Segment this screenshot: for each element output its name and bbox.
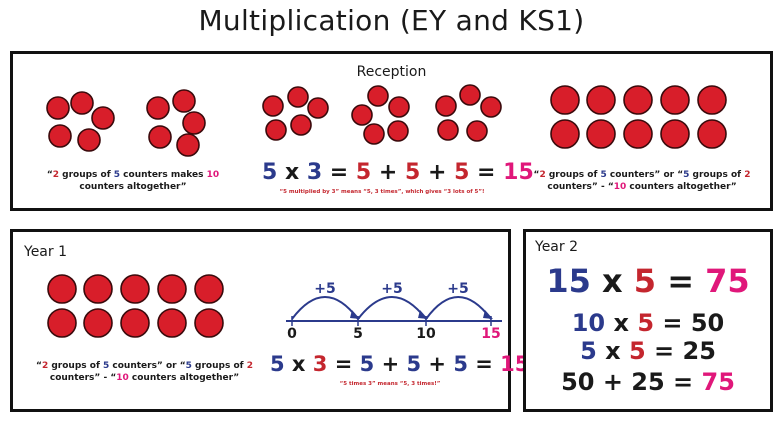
tick-label-15: 15: [481, 326, 500, 342]
counter-array-reception: [550, 85, 727, 149]
arrow-head-2: [418, 310, 428, 319]
jump-label-2: +5: [381, 281, 402, 297]
reception-note-3: “2 groups of 5 counters” or “5 groups of…: [533, 170, 751, 192]
year1-note: “2 groups of 5 counters” or “5 groups of…: [36, 361, 253, 383]
counter-array-year1: [47, 274, 224, 338]
tick-label-5: 5: [353, 326, 363, 342]
jump-label-1: +5: [314, 281, 335, 297]
year2-equation-1: 15 x 5 = 75: [546, 262, 750, 300]
reception-label: Reception: [356, 64, 427, 80]
counter-group-5: [435, 84, 502, 142]
counter-group-2: [146, 89, 206, 157]
jump-label-3: +5: [447, 281, 468, 297]
reception-note-1: “2 groups of 5 counters makes 10 counter…: [46, 170, 220, 192]
jump-arc-2: [357, 296, 427, 320]
reception-equation: 5 x 3 = 5 + 5 + 5 = 15: [262, 160, 534, 185]
page-title: Multiplication (EY and KS1): [198, 4, 585, 37]
arrow-head-1: [350, 310, 360, 319]
year1-label: Year 1: [24, 244, 67, 260]
number-line: +5 +5 +5 0 5 10 15: [286, 281, 502, 342]
year2-label: Year 2: [535, 239, 578, 255]
tick-label-10: 10: [416, 326, 436, 342]
year2-equation-3: 5 x 5 = 25: [580, 337, 716, 365]
jump-arc-1: [291, 296, 359, 320]
reception-small-note: “5 multiplied by 3” means “5, 3 times”, …: [279, 189, 485, 195]
arrow-head-3: [483, 310, 493, 319]
counter-group-1: [46, 91, 115, 152]
year1-small-note: “5 times 3” means “5, 3 times!”: [339, 381, 441, 387]
counter-group-3: [262, 86, 329, 141]
counter-group-4: [351, 85, 410, 145]
year2-equation-2: 10 x 5 = 50: [571, 309, 725, 337]
year2-equation-4: 50 + 25 = 75: [561, 368, 735, 396]
tick-label-0: 0: [287, 326, 297, 342]
year2-panel: [523, 229, 773, 412]
jump-arc-3: [425, 296, 492, 320]
year1-equation: 5 x 3 = 5 + 5 + 5 = 15: [270, 352, 530, 376]
